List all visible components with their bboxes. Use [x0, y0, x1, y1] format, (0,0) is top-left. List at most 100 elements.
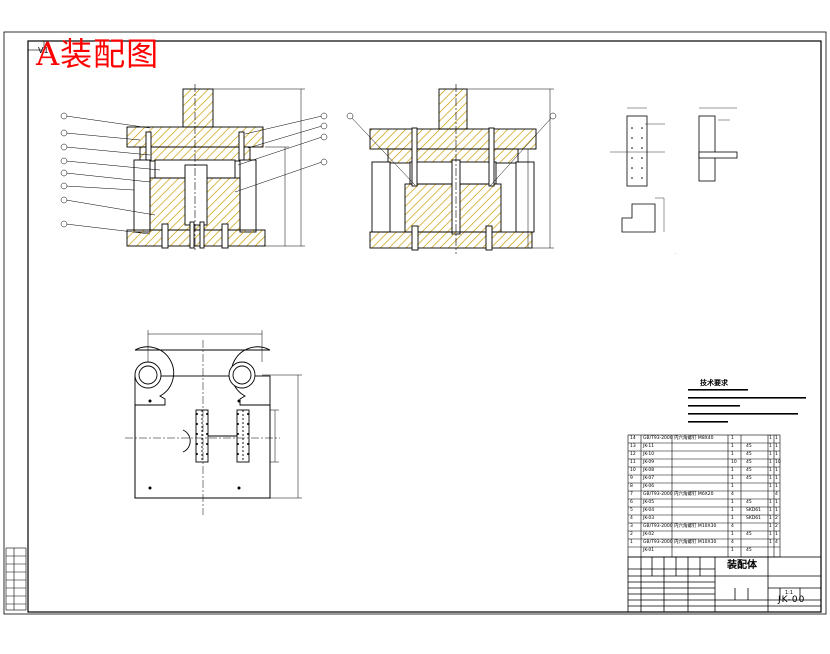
- parts-cell-b: 2: [775, 516, 778, 521]
- parts-cell-no: 6: [630, 500, 633, 505]
- parts-cell-qty: 10: [731, 460, 737, 465]
- parts-cell-a: 1: [769, 436, 772, 441]
- parts-cell-b: 2: [775, 524, 778, 529]
- parts-cell-code: JK-02: [643, 532, 655, 537]
- parts-cell-qty: 1: [731, 436, 734, 441]
- parts-cell-qty: 1: [731, 468, 734, 473]
- parts-cell-qty: 4: [731, 492, 734, 497]
- parts-cell-name: 内六角螺钉 M10X30: [674, 524, 717, 529]
- parts-cell-no: 14: [630, 436, 636, 441]
- parts-cell-name: 内六角螺钉 M6X20: [674, 492, 714, 497]
- parts-cell-b: 4: [775, 540, 778, 545]
- parts-cell-qty: 1: [731, 476, 734, 481]
- parts-cell-code: JK-06: [643, 484, 655, 489]
- parts-cell-code: GB/T93-2000: [643, 524, 673, 529]
- parts-cell-a: 1: [769, 444, 772, 449]
- parts-cell-a: 1: [769, 516, 772, 521]
- parts-cell-a: 1: [769, 468, 772, 473]
- parts-cell-code: JK-07: [643, 476, 655, 481]
- version-mark: V1: [38, 46, 49, 55]
- parts-cell-qty: 4: [731, 540, 734, 545]
- parts-cell-no: 9: [630, 476, 633, 481]
- parts-cell-code: JK-05: [643, 500, 655, 505]
- parts-cell-qty: 1: [731, 500, 734, 505]
- tech-req-lines: [688, 389, 806, 423]
- parts-cell-a: 1: [769, 484, 772, 489]
- parts-cell-material: 45: [746, 532, 752, 537]
- parts-cell-a: 1: [769, 452, 772, 457]
- parts-cell-material: 45: [746, 452, 752, 457]
- plan-view-dimensions: [147, 330, 302, 499]
- parts-cell-name: 内六角螺钉 M10X30: [674, 540, 717, 545]
- plan-view: [125, 340, 280, 515]
- parts-cell-material: 45: [746, 444, 752, 449]
- side-view-balloons: [346, 112, 557, 187]
- parts-cell-a: 1: [769, 540, 772, 545]
- parts-cell-no: 1: [630, 540, 633, 545]
- parts-cell-no: 8: [630, 484, 633, 489]
- parts-cell-b: 1: [775, 484, 778, 489]
- parts-cell-material: SKD61: [746, 516, 761, 521]
- drawing-title: A装配图: [36, 35, 160, 73]
- part-detail-dimensions: [610, 107, 737, 232]
- parts-cell-b: 10: [775, 460, 781, 465]
- parts-cell-no: 7: [630, 492, 633, 497]
- outer-border: [3, 31, 827, 615]
- parts-cell-a: 1: [769, 524, 772, 529]
- binding-strip: [5, 547, 27, 611]
- parts-cell-b: 1: [775, 476, 778, 481]
- parts-cell-no: 5: [630, 508, 633, 513]
- title-block: [627, 556, 822, 613]
- parts-cell-qty: 1: [731, 516, 734, 521]
- parts-cell-a: 1: [769, 460, 772, 465]
- parts-list-table: [627, 434, 781, 558]
- drawing-number: JK-00: [778, 595, 806, 605]
- parts-cell-material: SKD61: [746, 508, 761, 513]
- parts-cell-qty: 1: [731, 452, 734, 457]
- parts-cell-qty: 1: [731, 508, 734, 513]
- part-detail-view: [621, 115, 738, 233]
- parts-cell-qty: 1: [731, 532, 734, 537]
- parts-cell-no: 11: [630, 460, 636, 465]
- parts-cell-code: JK-09: [643, 460, 655, 465]
- inner-border: [27, 40, 822, 613]
- parts-cell-name: 内六角螺钉 M8X40: [674, 436, 714, 441]
- parts-cell-material: 45: [746, 548, 752, 553]
- side-section-view: [369, 84, 537, 254]
- front-view-dimensions: [213, 88, 305, 247]
- parts-cell-b: 1: [775, 508, 778, 513]
- parts-cell-no: 3: [630, 524, 633, 529]
- parts-cell-code: GB/T93-2000: [643, 436, 673, 441]
- scale-value: 1:1: [785, 590, 794, 596]
- parts-cell-b: 1: [775, 468, 778, 473]
- parts-cell-code: JK-08: [643, 468, 655, 473]
- parts-cell-a: 1: [769, 532, 772, 537]
- parts-cell-a: 1: [769, 500, 772, 505]
- detail-caption: .: [675, 251, 676, 255]
- parts-cell-qty: 4: [731, 524, 734, 529]
- parts-cell-no: 2: [630, 532, 633, 537]
- parts-cell-b: 1: [775, 500, 778, 505]
- parts-cell-a: 1: [769, 508, 772, 513]
- parts-cell-material: 45: [746, 476, 752, 481]
- parts-cell-code: GB/T93-2000: [643, 540, 673, 545]
- parts-cell-material: 45: [746, 468, 752, 473]
- parts-cell-no: 13: [630, 444, 636, 449]
- parts-cell-material: 45: [746, 460, 752, 465]
- tech-req-heading: 技术要求: [700, 379, 728, 387]
- parts-cell-b: 1: [775, 532, 778, 537]
- parts-cell-b: 1: [775, 444, 778, 449]
- front-view-balloons: [60, 112, 328, 235]
- parts-cell-no: 4: [630, 516, 633, 521]
- parts-cell-b: 4: [775, 492, 778, 497]
- front-section-view: [126, 84, 266, 252]
- parts-cell-b: 1: [775, 452, 778, 457]
- parts-cell-b: 1: [775, 436, 778, 441]
- parts-cell-code: JK-04: [643, 508, 655, 513]
- parts-cell-code: GB/T93-2000: [643, 492, 673, 497]
- parts-cell-material: 45: [746, 500, 752, 505]
- assembly-name: 装配体: [727, 560, 757, 571]
- parts-cell-no: 12: [630, 452, 636, 457]
- parts-cell-qty: 1: [731, 484, 734, 489]
